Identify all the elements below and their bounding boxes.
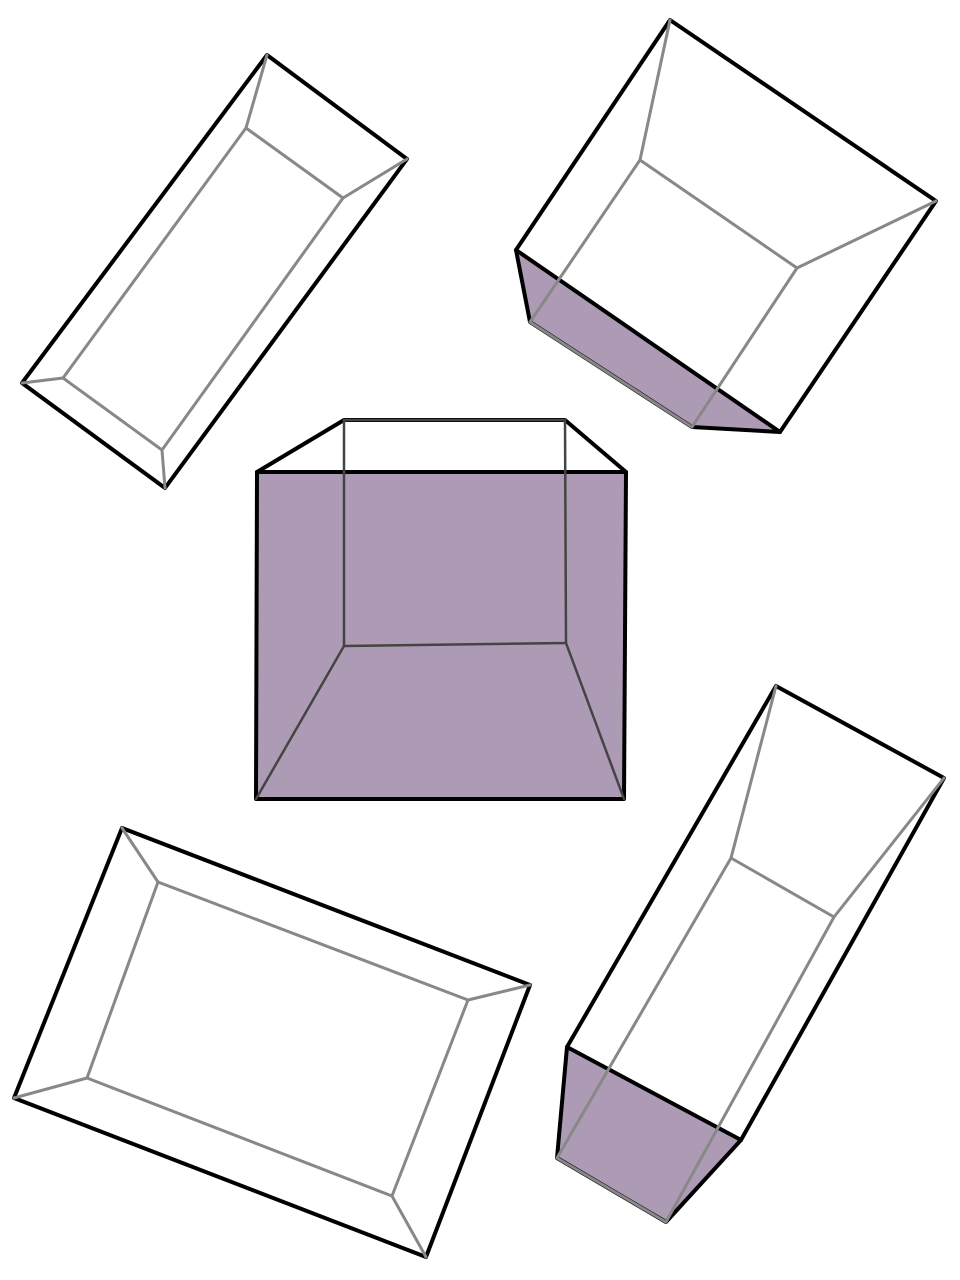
- prism-top-left: [20, 53, 409, 490]
- shaded-face: [557, 1047, 741, 1222]
- prism-center: [254, 418, 628, 801]
- prism-bottom-left: [12, 826, 532, 1259]
- prism-bottom-right: [555, 684, 946, 1224]
- prism-top-right: [514, 18, 938, 434]
- shaded-face: [256, 472, 626, 799]
